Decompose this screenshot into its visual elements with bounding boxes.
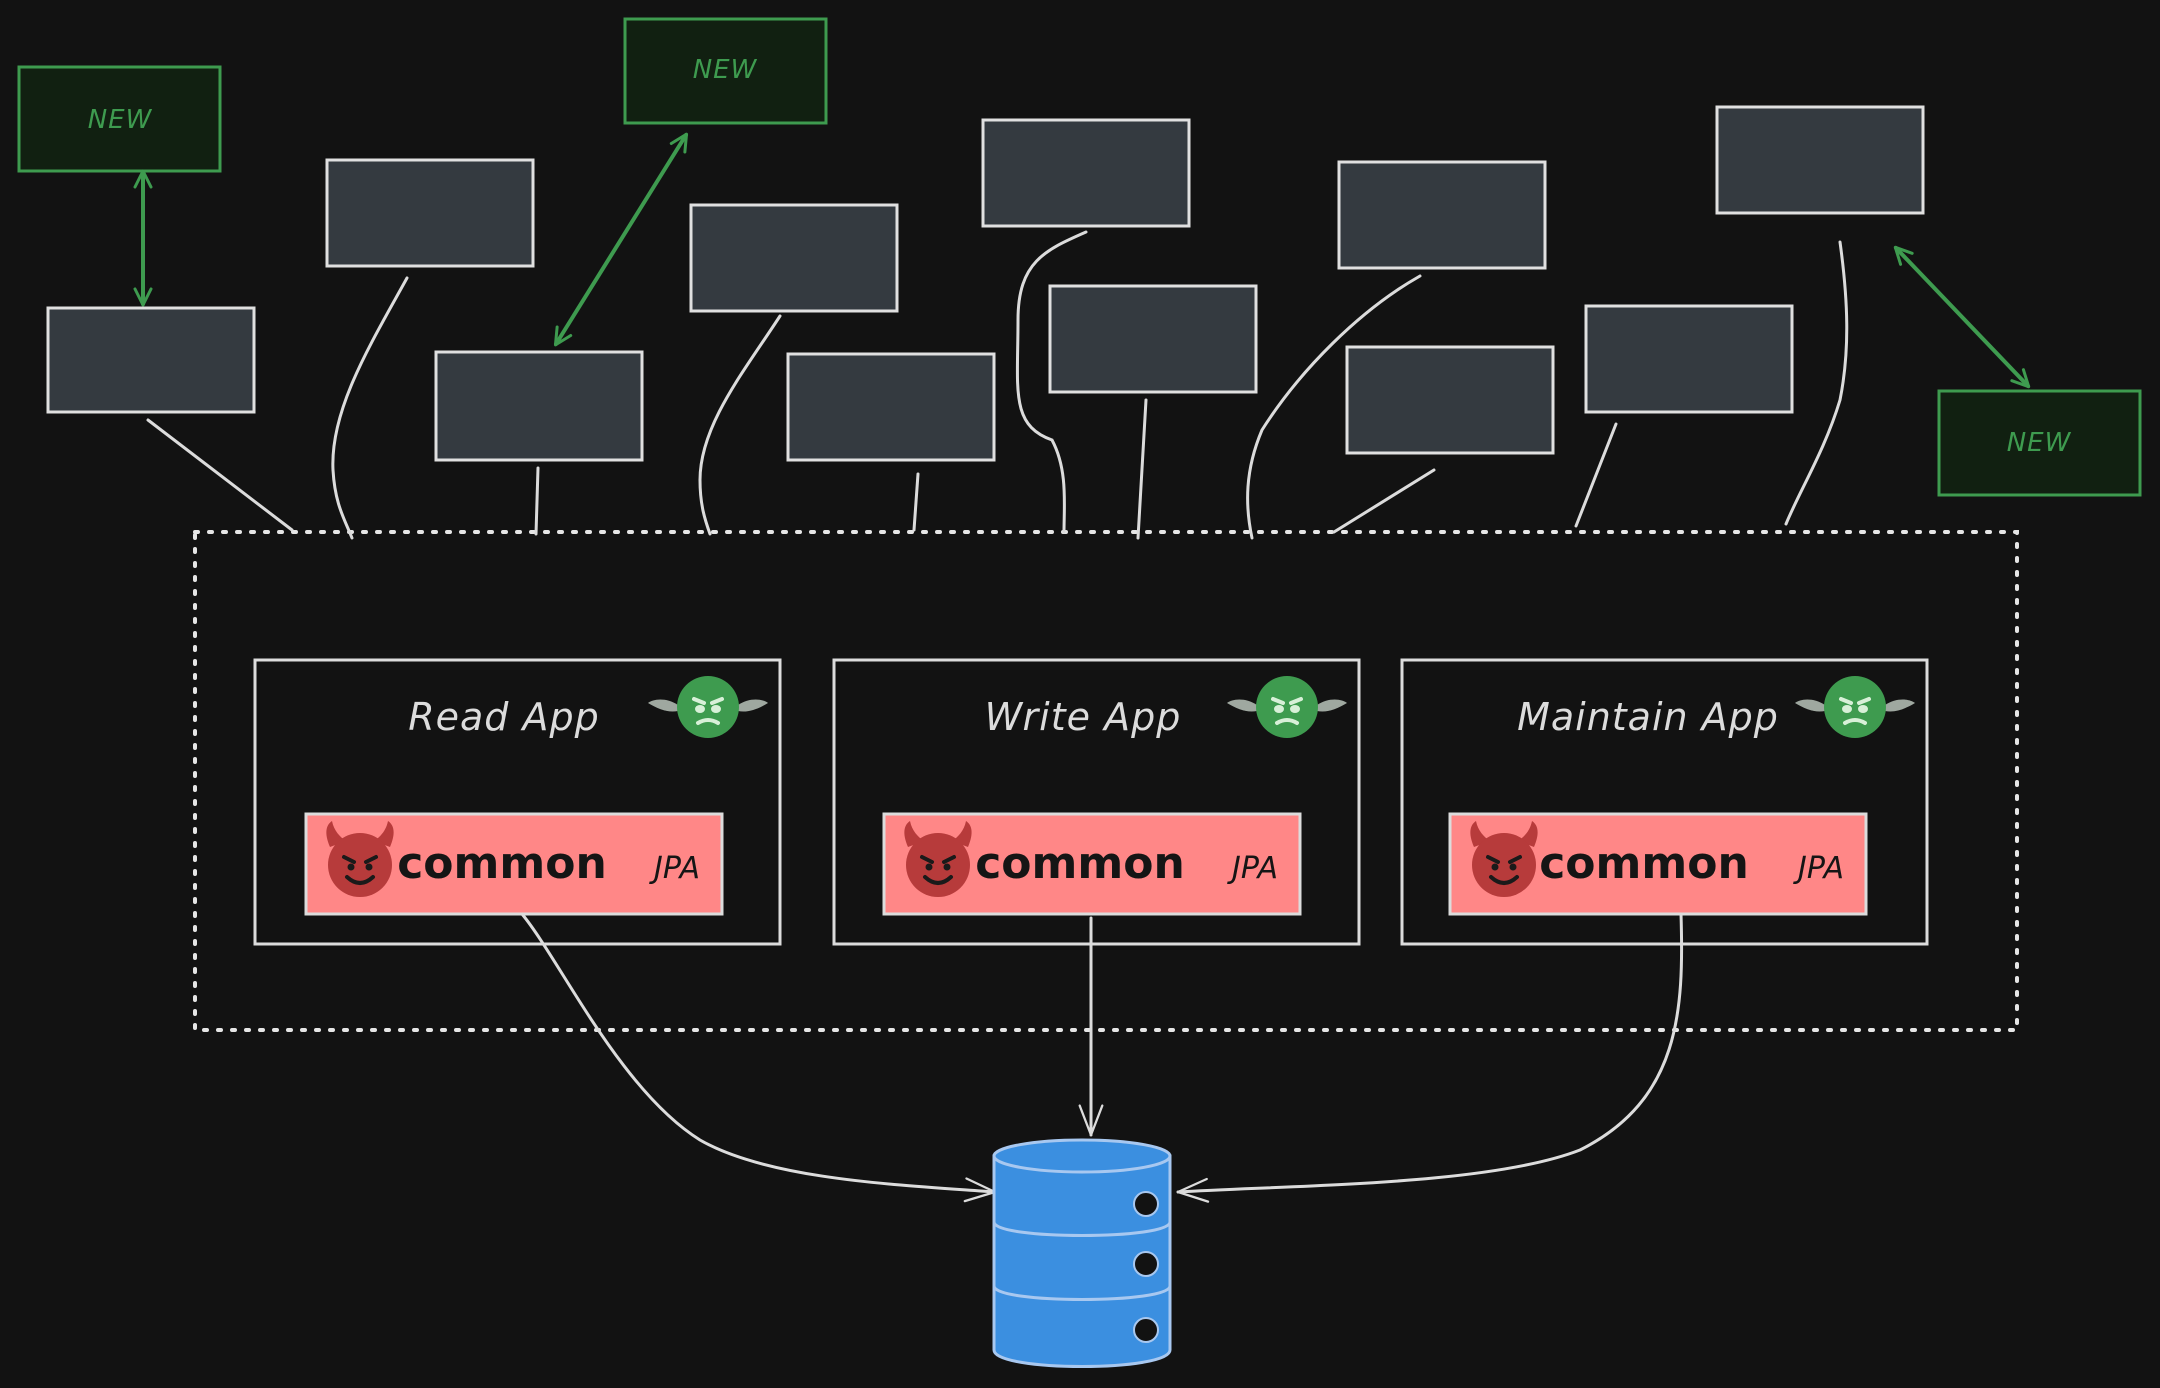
ogre-face-icon (1795, 676, 1915, 738)
db-arrow-maintain (1176, 912, 1684, 1203)
client-box-9 (1345, 345, 1555, 455)
new-box-1: NEW (17, 65, 222, 173)
new-box-3: NEW (1937, 389, 2142, 497)
client-box-10 (1584, 304, 1794, 414)
client-line-8 (1246, 274, 1422, 540)
client-line-7 (1136, 398, 1148, 540)
app-title: Maintain App (1517, 695, 1779, 739)
client-boxes (46, 105, 1925, 462)
client-line-9 (1332, 468, 1436, 534)
db-arrow-read (520, 912, 997, 1203)
client-line-2 (331, 276, 409, 540)
devil-face-icon (904, 821, 972, 897)
client-box-8 (1337, 160, 1547, 270)
client-connections (146, 230, 1849, 540)
ogre-face-icon (648, 676, 768, 738)
client-box-1 (46, 306, 256, 414)
jpa-label: JPA (1793, 851, 1844, 886)
app-read: Read App common JPA (253, 658, 782, 946)
new-box-label: NEW (88, 105, 153, 135)
new-box-label: NEW (693, 55, 758, 85)
client-line-3 (534, 466, 540, 536)
common-label: common (397, 838, 607, 889)
new-box-label: NEW (2007, 428, 2072, 458)
app-box (832, 658, 1361, 946)
client-box-2 (325, 158, 535, 268)
devil-face-icon (1470, 821, 1538, 897)
new-arrow-3 (1893, 245, 2031, 389)
client-line-1 (146, 418, 294, 532)
client-box-4 (689, 203, 899, 313)
client-box-6 (981, 118, 1191, 228)
client-line-5 (912, 472, 920, 532)
system-boundary (193, 530, 2019, 1032)
client-box-11 (1715, 105, 1925, 215)
app-title: Write App (985, 695, 1182, 739)
client-box-7 (1048, 284, 1258, 394)
app-write: Write App common JPA (832, 658, 1361, 946)
common-label: common (1539, 838, 1749, 889)
client-box-5 (786, 352, 996, 462)
app-title: Read App (408, 695, 600, 739)
new-box-2: NEW (623, 17, 828, 125)
client-line-6 (1015, 230, 1088, 534)
jpa-label: JPA (1227, 851, 1278, 886)
client-box-3 (434, 350, 644, 462)
client-line-11 (1784, 240, 1849, 526)
jpa-label: JPA (649, 851, 700, 886)
app-maintain: Maintain App common JPA (1400, 658, 1929, 946)
client-line-4 (698, 314, 782, 536)
app-box (253, 658, 782, 946)
common-label: common (975, 838, 1185, 889)
database-icon (992, 1138, 1172, 1368)
new-arrow-2 (553, 132, 689, 347)
app-box (1400, 658, 1929, 946)
client-line-10 (1574, 422, 1618, 528)
ogre-face-icon (1227, 676, 1347, 738)
devil-face-icon (326, 821, 394, 897)
